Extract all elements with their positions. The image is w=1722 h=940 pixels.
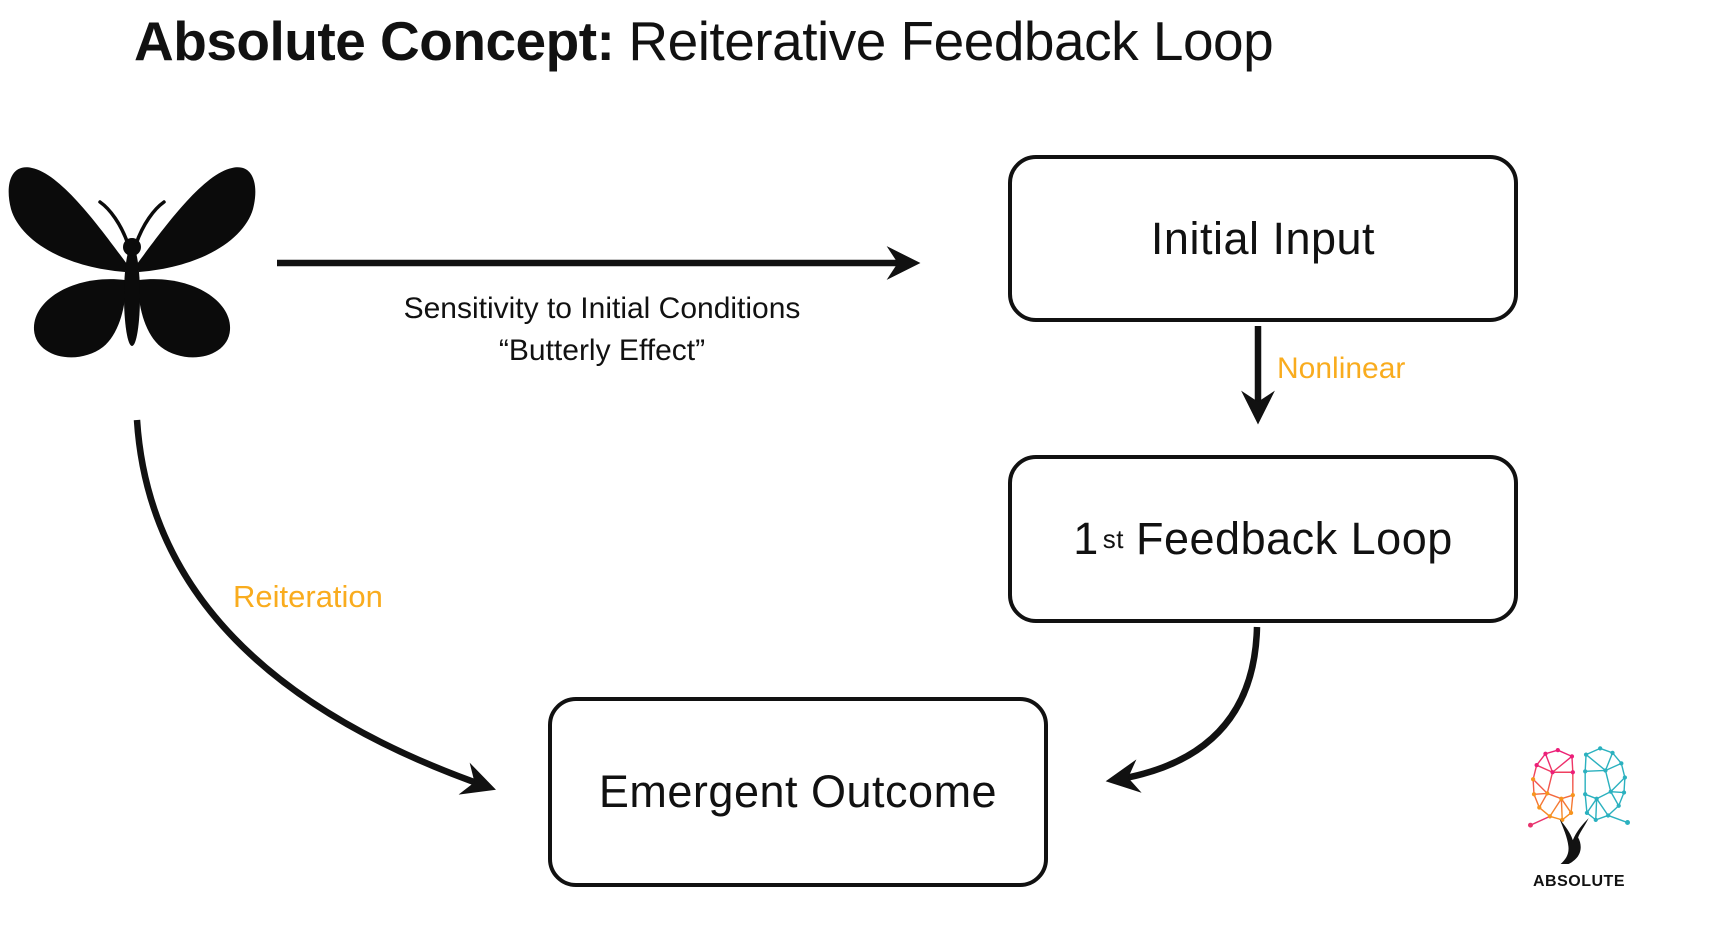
sensitivity-label-line2: “Butterly Effect”: [498, 334, 706, 367]
absolute-logo: ABSOLUTE: [1526, 744, 1632, 891]
brain-logo-icon: [1528, 746, 1630, 866]
node-emergent-outcome-label: Emergent Outcome: [598, 766, 998, 817]
node-initial-input-label: Initial Input: [1150, 212, 1376, 264]
page-title: Absolute Concept:Reiterative Feedback Lo…: [134, 10, 1274, 73]
nonlinear-label: Nonlinear: [1277, 352, 1406, 385]
node-feedback-loop-number: 1: [1073, 513, 1099, 564]
sensitivity-label-line1: Sensitivity to Initial Conditions: [403, 292, 801, 325]
reiteration-label: Reiteration: [233, 579, 383, 614]
page-title-rest: Reiterative Feedback Loop: [628, 10, 1274, 72]
node-emergent-outcome: Emergent Outcome: [548, 697, 1048, 887]
page-title-emphasis: Absolute Concept:: [134, 10, 615, 72]
absolute-wordmark: ABSOLUTE: [1533, 873, 1625, 890]
node-initial-input: Initial Input: [1008, 155, 1518, 322]
butterfly-icon: [8, 167, 256, 358]
sensitivity-label: Sensitivity to Initial Conditions “Butte…: [302, 288, 902, 372]
node-feedback-loop-label: Feedback Loop: [1136, 513, 1453, 564]
feedback-to-outcome-arrow: [1105, 626, 1261, 793]
reiteration-arrow: [133, 419, 496, 795]
